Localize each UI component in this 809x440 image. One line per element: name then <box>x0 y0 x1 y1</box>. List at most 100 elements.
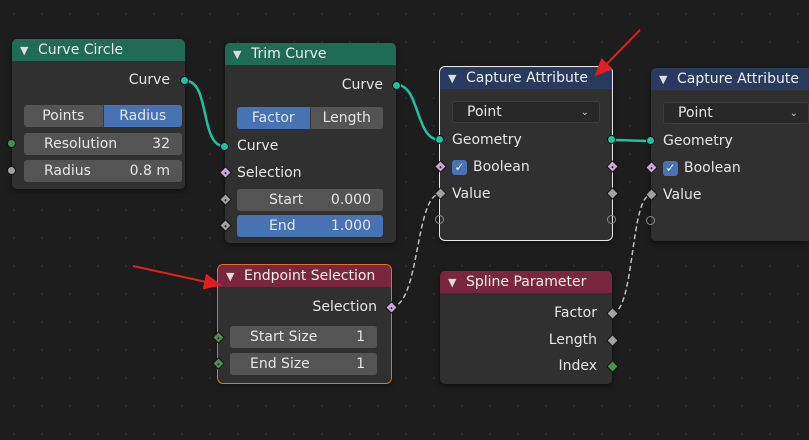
field-label: End Size <box>250 356 310 372</box>
input-row: Selection <box>237 162 302 184</box>
output-label: Selection <box>312 299 377 315</box>
input-value-socket[interactable] <box>434 187 447 200</box>
radius-field[interactable]: Radius 0.8 m <box>24 160 182 182</box>
capture-attribute-node-2[interactable]: ▼ Capture Attribute Point ⌄ Geometry ✓ B… <box>645 68 809 241</box>
output-empty-socket[interactable] <box>607 215 616 224</box>
mode-toggle[interactable]: Points Radius <box>24 105 182 127</box>
start-size-socket[interactable] <box>212 331 225 344</box>
input-value-socket[interactable] <box>645 188 658 201</box>
domain-dropdown[interactable]: Point ⌄ <box>452 101 600 123</box>
capture-attribute-header[interactable]: ▼ Capture Attribute <box>440 67 612 89</box>
end-size-field[interactable]: End Size 1 <box>230 353 377 375</box>
end-size-socket[interactable] <box>212 357 225 370</box>
value-label: Value <box>452 186 491 202</box>
resolution-socket[interactable] <box>7 139 16 148</box>
boolean-label: Boolean <box>473 159 530 175</box>
chevron-down-icon[interactable]: ▼ <box>659 72 668 86</box>
input-empty-socket[interactable] <box>646 216 655 225</box>
link-trim-to-capture1 <box>396 83 441 142</box>
input-label-selection: Selection <box>237 165 302 181</box>
node-title: Endpoint Selection <box>244 268 376 284</box>
endpoint-selection-node[interactable]: ▼ Endpoint Selection Selection Start Siz… <box>212 264 398 384</box>
mode-option-points[interactable]: Points <box>24 105 103 127</box>
curve-circle-node[interactable]: ▼ Curve Circle Curve Points Radius Resol… <box>7 39 189 189</box>
output-boolean-socket[interactable] <box>606 160 619 173</box>
domain-dropdown[interactable]: Point ⌄ <box>663 102 809 124</box>
mode-option-factor[interactable]: Factor <box>237 107 310 129</box>
spline-parameter-node[interactable]: ▼ Spline Parameter Factor Length Index <box>440 271 619 384</box>
output-length-socket[interactable] <box>606 334 619 347</box>
curve-circle-header[interactable]: ▼ Curve Circle <box>12 39 185 61</box>
input-boolean-socket[interactable] <box>645 161 658 174</box>
node-title: Curve Circle <box>38 42 124 58</box>
output-row: Curve <box>225 74 383 96</box>
output-row: Curve <box>12 69 170 91</box>
input-row: Curve <box>237 135 278 157</box>
chevron-down-icon[interactable]: ▼ <box>448 275 457 289</box>
output-value-socket[interactable] <box>606 187 619 200</box>
value-row: Value <box>452 183 490 205</box>
trim-curve-node[interactable]: ▼ Trim Curve Curve Factor Length Curve S… <box>219 43 401 243</box>
chevron-down-icon[interactable]: ▼ <box>226 269 235 283</box>
capture-attribute-header[interactable]: ▼ Capture Attribute <box>651 68 809 90</box>
output-curve-socket[interactable] <box>392 81 401 90</box>
output-index-socket[interactable] <box>606 360 619 373</box>
node-title: Trim Curve <box>251 46 327 62</box>
value-label: Value <box>663 187 702 203</box>
node-title: Spline Parameter <box>466 274 587 290</box>
field-value: 32 <box>152 136 170 152</box>
input-selection-socket[interactable] <box>219 166 232 179</box>
start-size-field[interactable]: Start Size 1 <box>230 326 377 348</box>
input-boolean-socket[interactable] <box>434 160 447 173</box>
output-row: Index <box>440 355 597 377</box>
geometry-label: Geometry <box>452 132 522 148</box>
output-curve-socket[interactable] <box>180 76 189 85</box>
output-selection-socket[interactable] <box>385 301 398 314</box>
field-label: Resolution <box>44 136 118 152</box>
field-label: Start <box>269 192 304 208</box>
output-row: Factor <box>440 302 597 324</box>
mode-toggle[interactable]: Factor Length <box>237 107 383 129</box>
dropdown-value: Point <box>467 104 502 120</box>
checkbox-checked-icon[interactable]: ✓ <box>452 159 467 175</box>
checkbox-checked-icon[interactable]: ✓ <box>663 160 678 176</box>
output-label: Curve <box>128 72 170 88</box>
field-value: 1.000 <box>330 218 371 234</box>
boolean-row[interactable]: ✓ Boolean <box>663 157 741 179</box>
input-geometry-socket[interactable] <box>435 135 444 144</box>
mode-option-radius[interactable]: Radius <box>102 105 182 127</box>
input-geometry-socket[interactable] <box>646 136 655 145</box>
chevron-down-icon[interactable]: ▼ <box>20 43 29 57</box>
output-factor-socket[interactable] <box>606 307 619 320</box>
field-label: End <box>269 218 296 234</box>
output-geometry-socket[interactable] <box>607 135 616 144</box>
chevron-down-icon[interactable]: ▼ <box>233 47 242 61</box>
spline-parameter-header[interactable]: ▼ Spline Parameter <box>440 271 612 293</box>
end-socket[interactable] <box>219 219 232 232</box>
field-value: 1 <box>356 329 365 345</box>
dropdown-value: Point <box>678 105 713 121</box>
chevron-down-icon[interactable]: ▼ <box>448 71 457 85</box>
node-title: Capture Attribute <box>466 70 588 86</box>
start-field[interactable]: Start 0.000 <box>237 189 383 211</box>
mode-option-length[interactable]: Length <box>309 107 383 129</box>
chevron-down-icon: ⌄ <box>789 107 798 119</box>
link-circle-to-trim <box>185 79 225 148</box>
endpoint-selection-header[interactable]: ▼ Endpoint Selection <box>218 265 391 287</box>
trim-curve-header[interactable]: ▼ Trim Curve <box>225 43 396 65</box>
radius-socket[interactable] <box>7 166 16 175</box>
end-field[interactable]: End 1.000 <box>237 215 383 237</box>
boolean-row[interactable]: ✓ Boolean <box>452 156 530 178</box>
output-label: Curve <box>341 77 383 93</box>
input-empty-socket[interactable] <box>435 215 444 224</box>
resolution-field[interactable]: Resolution 32 <box>24 133 182 155</box>
start-socket[interactable] <box>219 193 232 206</box>
field-value: 0.000 <box>330 192 371 208</box>
chevron-down-icon: ⌄ <box>580 106 589 118</box>
input-curve-socket[interactable] <box>220 142 229 151</box>
output-row: Selection <box>218 296 377 318</box>
node-title: Capture Attribute <box>677 71 799 87</box>
capture-attribute-node-1[interactable]: ▼ Capture Attribute Point ⌄ Geometry ✓ B… <box>434 66 619 241</box>
link-endpoint-to-value <box>390 193 441 308</box>
output-label-index: Index <box>558 358 597 374</box>
